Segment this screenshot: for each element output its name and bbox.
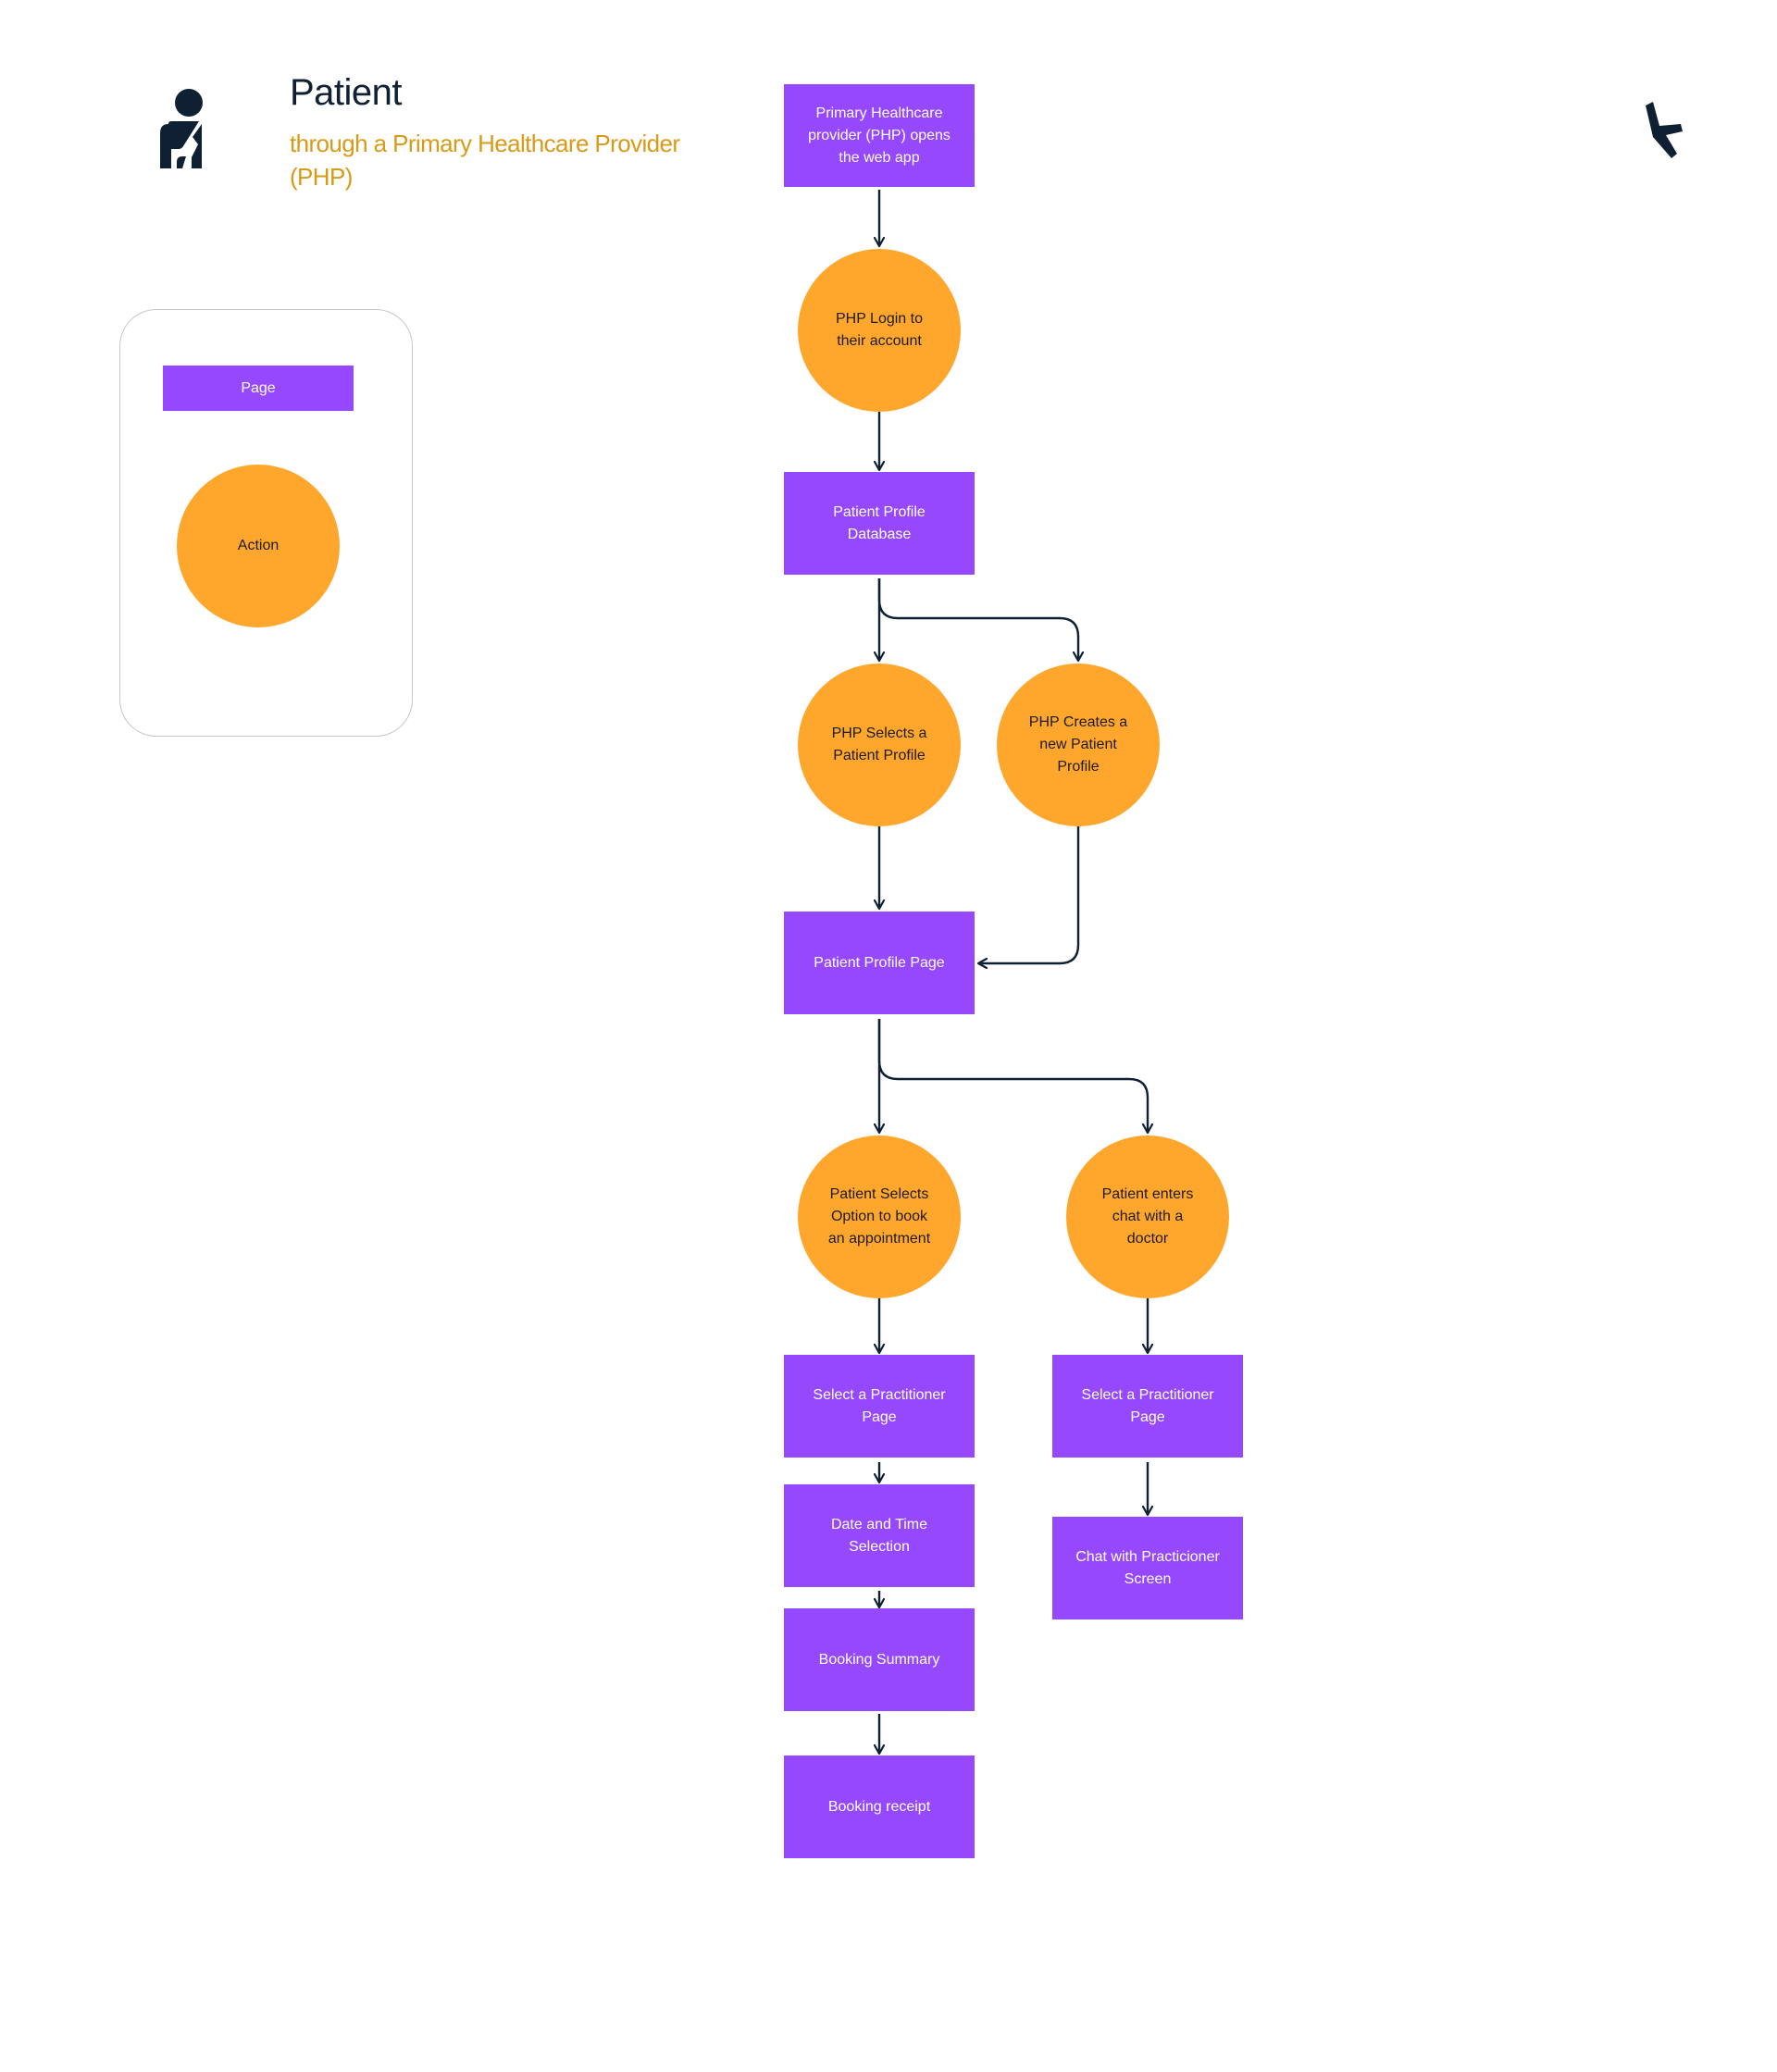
node-label: Chat with Practicioner Screen — [1075, 1548, 1220, 1587]
node-label: Patient enters chat with a doctor — [1101, 1186, 1194, 1247]
node-profile-db: Patient Profile Database — [784, 472, 975, 575]
node-booking-receipt: Booking receipt — [784, 1756, 975, 1858]
legend-action-node: Action — [177, 465, 340, 627]
node-label: Patient Profile Page — [814, 954, 945, 971]
node-book-option: Patient Selects Option to book an appoin… — [798, 1135, 961, 1298]
edge-profile-db-to-create-profile — [877, 578, 1078, 661]
node-booking-summary: Booking Summary — [784, 1608, 975, 1711]
node-date-time: Date and Time Selection — [784, 1484, 975, 1587]
patient-icon — [157, 89, 224, 170]
node-select-practitioner-chat: Select a Practitioner Page — [1052, 1355, 1243, 1458]
node-label: PHP Creates a new Patient Profile — [1028, 714, 1128, 775]
legend-page-node: Page — [163, 366, 354, 411]
node-enter-chat: Patient enters chat with a doctor — [1066, 1135, 1229, 1298]
node-opens-app: Primary Healthcare provider (PHP) opens … — [784, 84, 975, 187]
node-label: Select a Practitioner Page — [1081, 1386, 1214, 1425]
node-label: Select a Practitioner Page — [813, 1386, 946, 1425]
legend-action-label: Action — [237, 538, 280, 553]
node-label: Date and Time Selection — [830, 1516, 928, 1555]
node-label: Booking Summary — [818, 1651, 940, 1668]
node-label: PHP Selects a Patient Profile — [831, 726, 927, 763]
node-label: PHP Login to their account — [836, 311, 923, 349]
node-select-practitioner-book: Select a Practitioner Page — [784, 1355, 975, 1458]
legend-page-label: Page — [241, 379, 276, 396]
node-profile-page: Patient Profile Page — [784, 912, 975, 1014]
node-label: Patient Profile Database — [833, 503, 926, 542]
node-label: Patient Selects Option to book an appoin… — [827, 1186, 931, 1247]
node-label: Booking receipt — [827, 1798, 931, 1815]
page-subtitle: through a Primary Healthcare Provider (P… — [290, 130, 680, 191]
edge-profile-page-to-enter-chat — [877, 1019, 1148, 1133]
page-title: Patient — [290, 72, 403, 113]
node-login: PHP Login to their account — [798, 249, 961, 412]
node-label: Primary Healthcare provider (PHP) opens … — [808, 105, 951, 166]
edge-create-profile-to-profile-page — [978, 826, 1080, 963]
brand-logo-icon — [1644, 100, 1684, 159]
node-create-profile: PHP Creates a new Patient Profile — [997, 664, 1160, 826]
node-chat-screen: Chat with Practicioner Screen — [1052, 1517, 1243, 1619]
node-select-profile: PHP Selects a Patient Profile — [798, 664, 961, 826]
